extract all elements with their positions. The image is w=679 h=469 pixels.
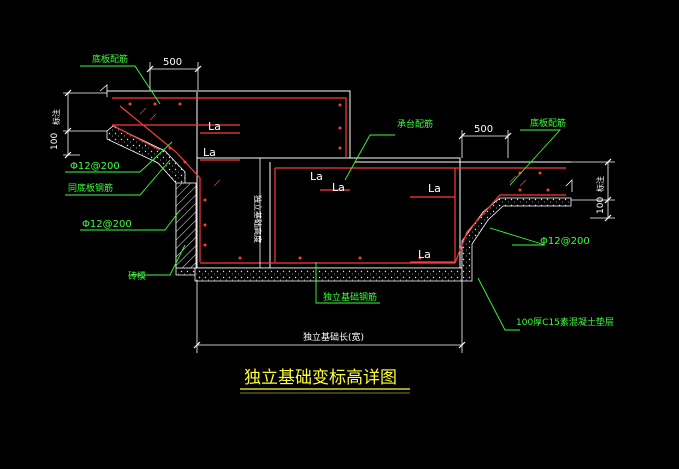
- brick-mold: [175, 182, 197, 269]
- drawing-title: 独立基础变标高详图: [244, 368, 397, 388]
- text-labels: 500 500 100 100 标注 标注 独立基础长(宽) 独立基础高度 底板…: [50, 53, 614, 388]
- rebar-lines: [111, 97, 566, 264]
- label-brick-mold: 砖模: [128, 270, 146, 282]
- dim-foundation-height: 独立基础高度: [253, 195, 263, 243]
- la-5: La: [428, 182, 441, 195]
- label-foundation-rebar: 独立基础钢筋: [323, 291, 377, 303]
- la-3: La: [310, 170, 323, 183]
- label-same-slab-rebar: 同底板钢筋: [68, 182, 113, 194]
- label-phi12-right: Φ12@200: [540, 236, 590, 247]
- label-bottom-slab-rebar-right: 底板配筋: [530, 117, 566, 129]
- label-bottom-slab-rebar-left: 底板配筋: [92, 53, 128, 65]
- la-6: La: [418, 248, 431, 261]
- dim-500-left: 500: [163, 57, 182, 68]
- la-2: La: [203, 146, 216, 159]
- dim-100-left: 100: [50, 133, 60, 150]
- dim-100-right: 100: [596, 197, 606, 214]
- label-phi12-left-a: Φ12@200: [70, 161, 120, 172]
- elevation-right: 标注: [595, 176, 605, 192]
- label-cap-rebar: 承台配筋: [397, 118, 433, 130]
- dimension-lines: [63, 62, 615, 353]
- dim-foundation-length: 独立基础长(宽): [303, 331, 364, 343]
- elevation-left: 标注: [51, 109, 61, 125]
- slab-marks: [139, 107, 527, 187]
- la-4: La: [332, 181, 345, 194]
- dimension-ticks: [64, 65, 612, 349]
- rebar-dots: [128, 102, 550, 260]
- leader-lines: [65, 65, 562, 394]
- la-1: La: [208, 120, 221, 133]
- label-cushion: 100厚C15素混凝土垫层: [516, 316, 614, 328]
- dim-500-right: 500: [474, 124, 493, 135]
- label-phi12-left-b: Φ12@200: [82, 219, 132, 230]
